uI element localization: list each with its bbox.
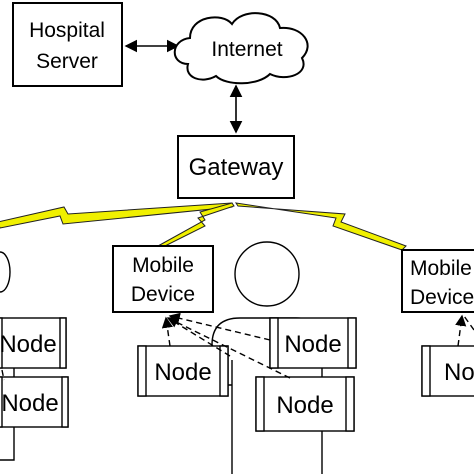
mobile-device-center: Mobile Device — [112, 245, 214, 313]
node-left-bottom-label: Node — [1, 390, 58, 417]
mobile-device-right: Mobile Device — [401, 249, 474, 313]
node-right: No — [421, 345, 474, 397]
internet-cloud: Internet — [173, 12, 309, 85]
node-center-bottom: Node — [255, 376, 355, 432]
link-left-nodes — [1, 369, 5, 381]
node-device-links-center — [161, 312, 291, 379]
node-center-bottom-label: Node — [276, 392, 333, 419]
node-left-bottom: Node — [0, 376, 69, 428]
node-left-top: Node — [0, 317, 67, 369]
hospital-server-label-2: Server — [36, 50, 98, 73]
patient-center-head — [234, 241, 300, 307]
node-right-label: No — [444, 359, 474, 386]
node-device-links-right — [455, 314, 474, 347]
node-left-top-label: Node — [0, 331, 57, 358]
node-center-left: Node — [137, 345, 229, 397]
mobile-device-center-label-2: Device — [131, 283, 195, 306]
mobile-device-right-label-2: Device — [410, 286, 474, 309]
node-center-left-label: Node — [154, 359, 211, 386]
node-center-top-label: Node — [284, 331, 341, 358]
hospital-server-label-1: Hospital — [29, 19, 105, 42]
wireless-link-left — [0, 202, 233, 229]
wireless-link-right — [234, 202, 407, 251]
wireless-links — [0, 202, 407, 251]
gateway: Gateway — [177, 135, 295, 199]
patient-left-head — [0, 251, 11, 293]
hospital-server: Hospital Server — [12, 2, 123, 87]
node-center-top: Node — [269, 317, 357, 369]
mobile-device-center-label-1: Mobile — [132, 254, 194, 277]
gateway-label: Gateway — [189, 154, 284, 181]
internet-label: Internet — [211, 38, 282, 61]
mobile-device-right-label-1: Mobile — [410, 257, 472, 280]
